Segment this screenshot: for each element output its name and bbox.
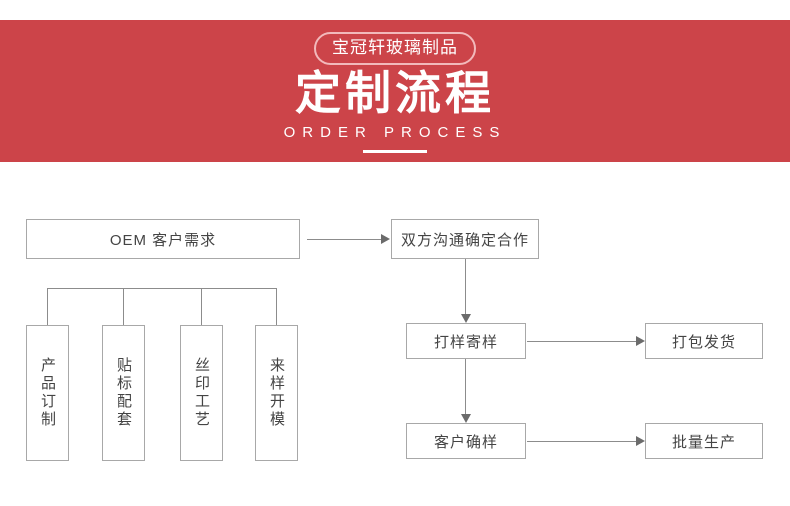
node-confirm-cooperation[interactable]: 双方沟通确定合作 [391,219,539,259]
connector-branch-bus [47,288,277,289]
process-flowchart: OEM 客户需求 产品订制 贴标配套 丝印工艺 来样开模 双方沟通确定合作 打样… [0,162,790,506]
connector-branch-2 [123,288,124,326]
connector-sample-to-shipping [527,341,636,342]
connector-cooperation-to-sample [465,259,466,314]
node-label-matching[interactable]: 贴标配套 [102,325,145,461]
header-banner: 宝冠轩玻璃制品 定制流程 ORDER PROCESS [0,20,790,162]
arrowhead-sample-to-shipping [636,336,645,346]
connector-branch-4 [276,288,277,326]
node-sample-making[interactable]: 打样寄样 [406,323,526,359]
node-silk-printing[interactable]: 丝印工艺 [180,325,223,461]
node-customer-confirm[interactable]: 客户确样 [406,423,526,459]
page-subtitle: ORDER PROCESS [283,124,507,141]
node-oem-requirement[interactable]: OEM 客户需求 [26,219,300,259]
connector-sample-to-customer-confirm [465,359,466,414]
connector-branch-1 [47,288,48,326]
arrowhead-oem-to-cooperation [381,234,390,244]
node-product-custom[interactable]: 产品订制 [26,325,69,461]
brand-badge: 宝冠轩玻璃制品 [314,32,476,65]
connector-branch-3 [201,288,202,326]
arrowhead-sample-to-customer-confirm [461,414,471,423]
arrowhead-confirm-to-production [636,436,645,446]
title-divider [363,150,427,153]
page-title: 定制流程 [295,67,495,119]
node-mass-production[interactable]: 批量生产 [645,423,763,459]
node-packing-shipping[interactable]: 打包发货 [645,323,763,359]
connector-confirm-to-production [527,441,636,442]
arrowhead-cooperation-to-sample [461,314,471,323]
connector-oem-to-cooperation [307,239,381,240]
node-sample-mold[interactable]: 来样开模 [255,325,298,461]
